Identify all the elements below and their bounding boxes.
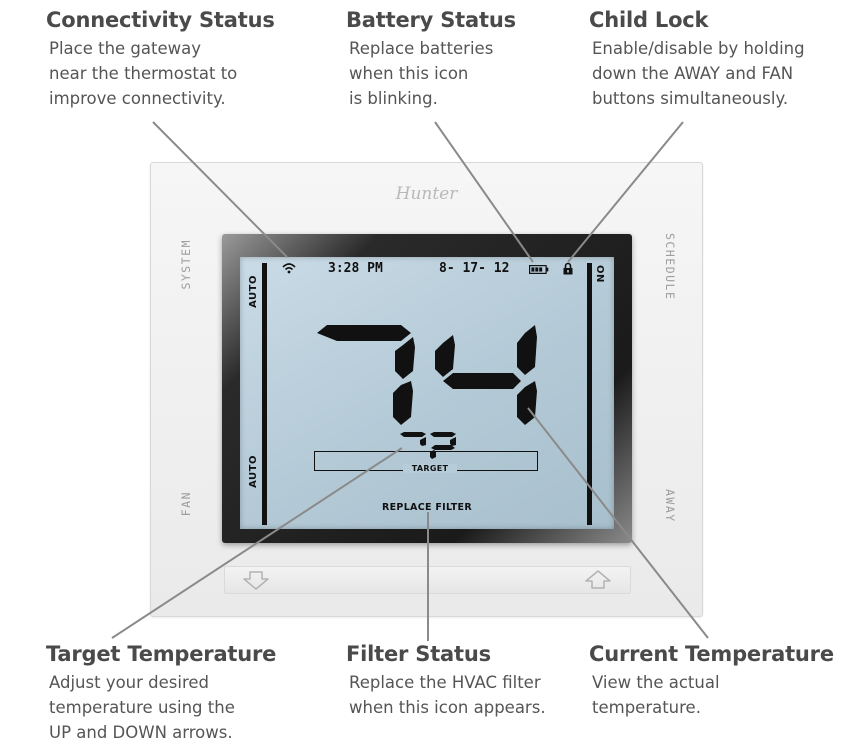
callout-line: Replace the HVAC filter (349, 673, 541, 692)
callout-title: Battery Status (346, 8, 516, 32)
current-temperature-display: 74 (315, 325, 537, 425)
callout-target-temperature: Target Temperature Adjust your desired t… (46, 642, 276, 745)
callout-battery-status: Battery Status Replace batteries when th… (346, 8, 516, 111)
callout-title: Connectivity Status (46, 8, 275, 32)
callout-description: Replace batteries when this icon is blin… (349, 36, 516, 111)
callout-title: Child Lock (589, 8, 709, 32)
away-button-label[interactable]: AWAY (663, 489, 677, 523)
segment (517, 381, 537, 425)
schedule-button-label[interactable]: SCHEDULE (663, 233, 677, 301)
arrow-button-strip (224, 566, 631, 594)
fan-mode-label: AUTO (248, 455, 259, 488)
callout-description: Adjust your desired temperature using th… (49, 670, 276, 745)
callout-title: Filter Status (346, 642, 491, 666)
callout-line: when this icon (349, 64, 469, 83)
wifi-icon (282, 263, 296, 274)
replace-filter-indicator: REPLACE FILTER (382, 502, 472, 513)
callout-line: temperature using the (49, 698, 235, 717)
segment (317, 325, 411, 341)
schedule-mode-label: ON (594, 265, 605, 283)
callout-line: improve connectivity. (49, 89, 226, 108)
segment (435, 335, 455, 377)
down-arrow-icon (243, 571, 269, 590)
left-mode-bar (262, 263, 267, 525)
callout-line: down the AWAY and FAN (592, 64, 794, 83)
callout-line: is blinking. (349, 89, 438, 108)
callout-description: Place the gateway near the thermostat to… (49, 36, 275, 111)
segment (443, 373, 521, 389)
callout-title: Target Temperature (46, 642, 277, 666)
target-temperature-display (400, 432, 456, 459)
callout-line: Place the gateway (49, 39, 202, 58)
callout-connectivity-status: Connectivity Status Place the gateway ne… (46, 8, 275, 111)
battery-icon (529, 265, 549, 274)
date-display: 8- 17- 12 (439, 261, 510, 276)
up-arrow-icon (585, 570, 611, 589)
down-arrow-button[interactable] (241, 570, 271, 590)
callout-description: Replace the HVAC filter when this icon a… (349, 670, 546, 720)
callout-description: View the actual temperature. (592, 670, 834, 720)
brand-logo: Hunter (395, 184, 458, 204)
system-mode-label: AUTO (248, 275, 259, 308)
callout-line: UP and DOWN arrows. (49, 723, 233, 742)
time-display: 3:28 PM (328, 261, 383, 276)
callout-title: Current Temperature (589, 642, 834, 666)
lcd-screen: 3:28 PM 8- 17- 12 AUTO AUTO ON 74 (240, 257, 614, 529)
system-button-label[interactable]: SYSTEM (179, 239, 193, 290)
callout-line: Adjust your desired (49, 673, 210, 692)
callout-line: Replace batteries (349, 39, 494, 58)
callout-line: temperature. (592, 698, 701, 717)
callout-filter-status: Filter Status Replace the HVAC filter wh… (346, 642, 546, 720)
callout-child-lock: Child Lock Enable/disable by holding dow… (589, 8, 805, 111)
up-arrow-button[interactable] (583, 570, 613, 590)
segment (395, 337, 415, 379)
segment (517, 325, 537, 375)
callout-line: Enable/disable by holding (592, 39, 805, 58)
callout-description: Enable/disable by holding down the AWAY … (592, 36, 805, 111)
lock-icon (563, 262, 573, 275)
target-label: TARGET (403, 464, 457, 473)
current-temperature-value: 74 (315, 325, 317, 326)
right-mode-bar (587, 263, 592, 525)
callout-line: near the thermostat to (49, 64, 238, 83)
callout-line: buttons simultaneously. (592, 89, 789, 108)
segment (393, 381, 413, 425)
callout-line: View the actual (592, 673, 720, 692)
fan-button-label[interactable]: FAN (179, 491, 193, 517)
callout-current-temperature: Current Temperature View the actual temp… (589, 642, 834, 720)
callout-line: when this icon appears. (349, 698, 546, 717)
